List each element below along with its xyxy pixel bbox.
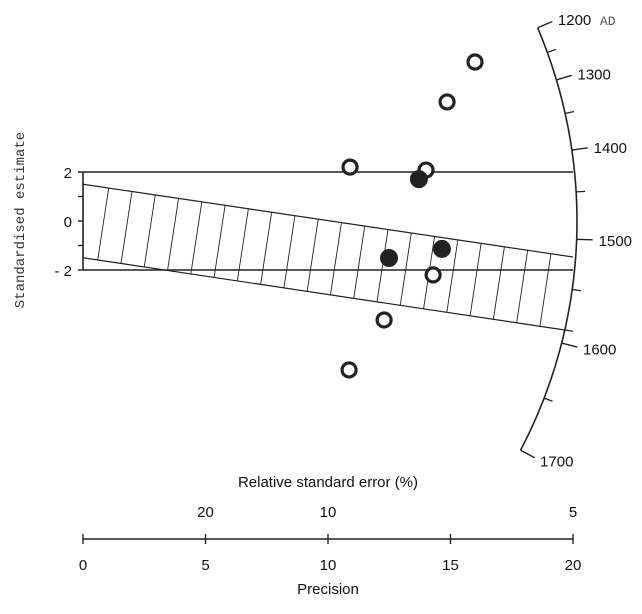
radial-minor-tick bbox=[572, 288, 582, 292]
radial-tick-label: 1600 bbox=[583, 341, 616, 358]
filled-data-point bbox=[380, 248, 399, 267]
open-data-point bbox=[466, 53, 484, 71]
band-hatch-line bbox=[469, 243, 482, 316]
band-hatch-line bbox=[306, 219, 319, 292]
radial-age-scale: 1200 1300 1400 1500 1600 1700 AD bbox=[519, 12, 632, 470]
open-data-point bbox=[341, 158, 359, 176]
band-upper-edge bbox=[82, 183, 574, 258]
radial-major-tick bbox=[556, 74, 572, 81]
reference-lines bbox=[83, 171, 573, 271]
band-hatch-line bbox=[492, 246, 505, 320]
radial-major-tick bbox=[537, 20, 553, 29]
radial-unit-label: AD bbox=[600, 14, 616, 29]
band-hatch-line bbox=[260, 212, 273, 285]
top-tick-label: 10 bbox=[320, 504, 337, 521]
band-hatch-line bbox=[446, 239, 459, 313]
band-hatch-line bbox=[190, 201, 203, 274]
filled-data-point bbox=[409, 170, 428, 189]
band-lower-edge bbox=[82, 257, 574, 332]
open-data-point bbox=[424, 266, 442, 284]
y-axis: 2 0 - 2 bbox=[54, 165, 84, 280]
band-hatch-line bbox=[539, 253, 552, 327]
radial-major-tick bbox=[520, 449, 536, 459]
x-axis-label: Precision bbox=[297, 581, 359, 598]
band-hatch-line bbox=[213, 205, 226, 278]
x-tick-label: 0 bbox=[79, 557, 87, 574]
radial-minor-tick bbox=[576, 190, 586, 193]
radial-minor-tick bbox=[543, 397, 553, 402]
radial-tick-label: 1400 bbox=[594, 140, 627, 157]
band-hatch-line bbox=[516, 250, 529, 323]
radial-major-tick bbox=[571, 147, 588, 151]
x-tick-label: 20 bbox=[565, 557, 582, 574]
band-hatch-line bbox=[353, 226, 366, 299]
band-hatch-line bbox=[97, 188, 110, 261]
confidence-band bbox=[82, 183, 574, 332]
radial-tick-label: 1500 bbox=[599, 233, 632, 250]
y-tick-label: 2 bbox=[64, 165, 72, 182]
y-tick-label: 0 bbox=[64, 214, 72, 231]
radial-tick-label: 1300 bbox=[578, 67, 611, 84]
band-hatch-line bbox=[143, 194, 156, 268]
x-tick-label: 5 bbox=[201, 557, 209, 574]
radial-tick-label: 1200 bbox=[558, 12, 591, 29]
x-tick-label: 15 bbox=[442, 557, 459, 574]
top-axis-label: Relative standard error (%) bbox=[238, 474, 418, 491]
y-axis-label: Standardised estimate bbox=[13, 132, 29, 308]
radial-arc bbox=[519, 27, 578, 451]
open-data-point bbox=[375, 311, 393, 329]
radial-minor-tick bbox=[565, 110, 575, 115]
band-hatch-line bbox=[330, 222, 342, 295]
x-tick-label: 10 bbox=[320, 557, 337, 574]
data-points bbox=[340, 53, 484, 379]
band-hatch-line bbox=[167, 198, 179, 271]
open-data-point bbox=[438, 93, 456, 111]
radial-major-tick bbox=[561, 342, 578, 348]
radial-tick-label: 1700 bbox=[540, 453, 573, 470]
radial-major-tick bbox=[576, 238, 593, 241]
band-hatch-line bbox=[376, 229, 389, 302]
x-axis: 0 5 10 15 20 20 10 5 bbox=[79, 504, 582, 574]
band-hatch-line bbox=[120, 191, 133, 264]
top-tick-label: 20 bbox=[197, 504, 214, 521]
y-tick-label: - 2 bbox=[54, 263, 72, 280]
filled-data-point bbox=[432, 239, 451, 258]
band-hatch-line bbox=[236, 208, 249, 281]
radial-minor-tick bbox=[547, 48, 557, 54]
top-tick-label: 5 bbox=[569, 504, 577, 521]
open-data-point bbox=[340, 361, 358, 379]
band-hatch-line bbox=[399, 232, 412, 306]
band-hatch-line bbox=[283, 215, 296, 288]
